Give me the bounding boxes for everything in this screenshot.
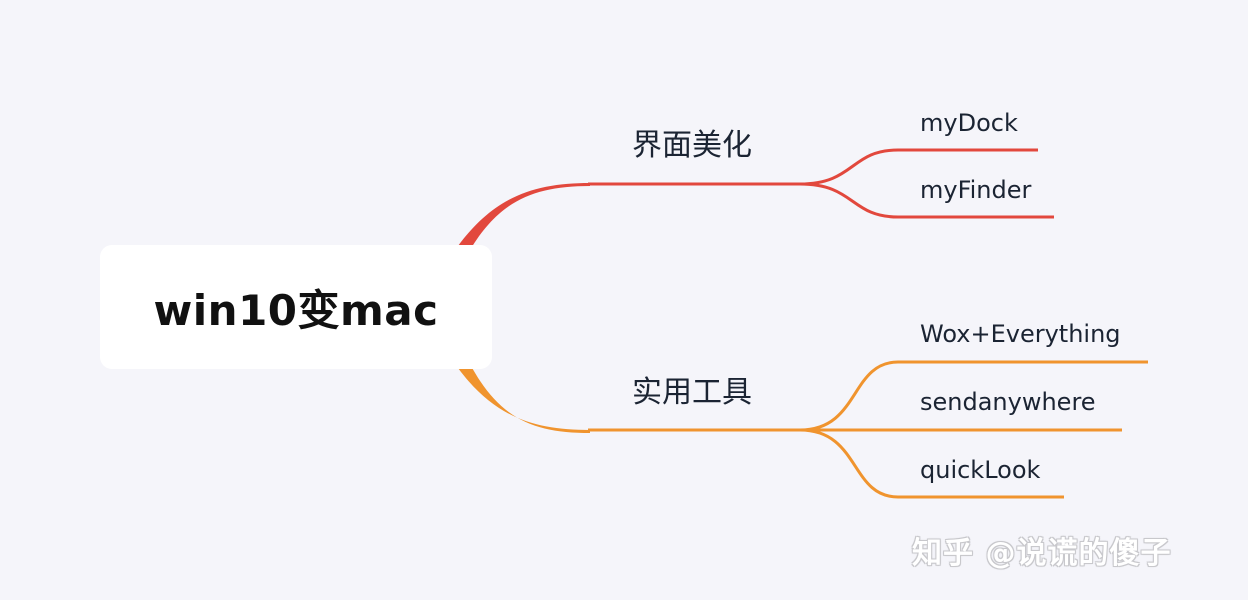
root-to-branch-2-connector — [458, 364, 590, 433]
leaf-label-quicklook[interactable]: quickLook — [920, 456, 1041, 484]
root-to-branch-1-connector — [458, 183, 590, 250]
watermark: 知乎 @说谎的傻子 — [912, 536, 1172, 571]
leaf-label-myfinder[interactable]: myFinder — [920, 176, 1032, 204]
branch-2-child-1-connector — [799, 360, 1148, 432]
root-label: win10变mac — [153, 285, 439, 335]
branch-1-child-2-connector — [799, 182, 1054, 219]
branch-label-1[interactable]: 界面美化 — [632, 128, 752, 163]
root-node[interactable]: win10变mac — [100, 245, 492, 369]
leaf-label-sendanywhere[interactable]: sendanywhere — [920, 388, 1096, 416]
leaf-label-wox-everything[interactable]: Wox+Everything — [920, 320, 1121, 348]
branch-2-child-3-connector — [799, 428, 1064, 499]
branch-label-2[interactable]: 实用工具 — [632, 375, 752, 410]
leaf-label-mydock[interactable]: myDock — [920, 109, 1018, 137]
branch-1-child-1-connector — [799, 148, 1038, 186]
